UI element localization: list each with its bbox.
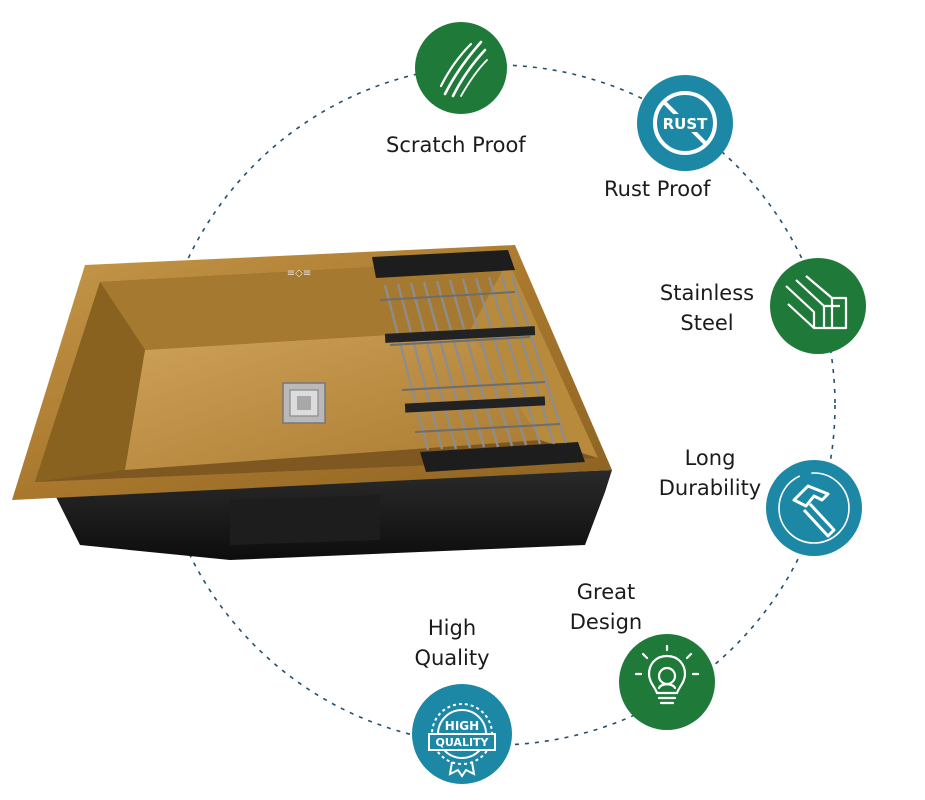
feature-label-scratch-proof: Scratch Proof — [386, 133, 526, 157]
feature-label-great-design: Great Design — [569, 580, 643, 634]
svg-text:HIGH: HIGH — [445, 719, 479, 733]
hammer-icon — [778, 472, 850, 544]
badge-scratch-proof — [415, 22, 507, 114]
lightbulb-idea-icon — [634, 644, 700, 705]
svg-text:RUST: RUST — [663, 115, 709, 133]
badge-great-design — [619, 634, 715, 730]
feature-label-rust-proof: Rust Proof — [604, 177, 711, 201]
feature-label-high-quality: High Quality — [414, 616, 490, 670]
svg-text:QUALITY: QUALITY — [435, 736, 489, 749]
dish-rack — [372, 250, 585, 472]
scratch-icon — [439, 40, 488, 98]
no-rust-icon: RUST — [653, 91, 717, 155]
badge-stainless-steel — [770, 258, 866, 354]
feature-label-long-durability: Long Durability — [658, 446, 762, 500]
steel-layers-icon — [785, 275, 848, 330]
quality-seal-icon: HIGH QUALITY — [428, 703, 496, 778]
badge-rust-proof: RUST — [637, 75, 733, 171]
badge-high-quality: HIGH QUALITY — [412, 684, 512, 784]
badge-long-durability — [766, 460, 862, 556]
feature-label-stainless-steel: Stainless Steel — [659, 281, 755, 335]
svg-text:≡◇≡: ≡◇≡ — [287, 268, 311, 279]
